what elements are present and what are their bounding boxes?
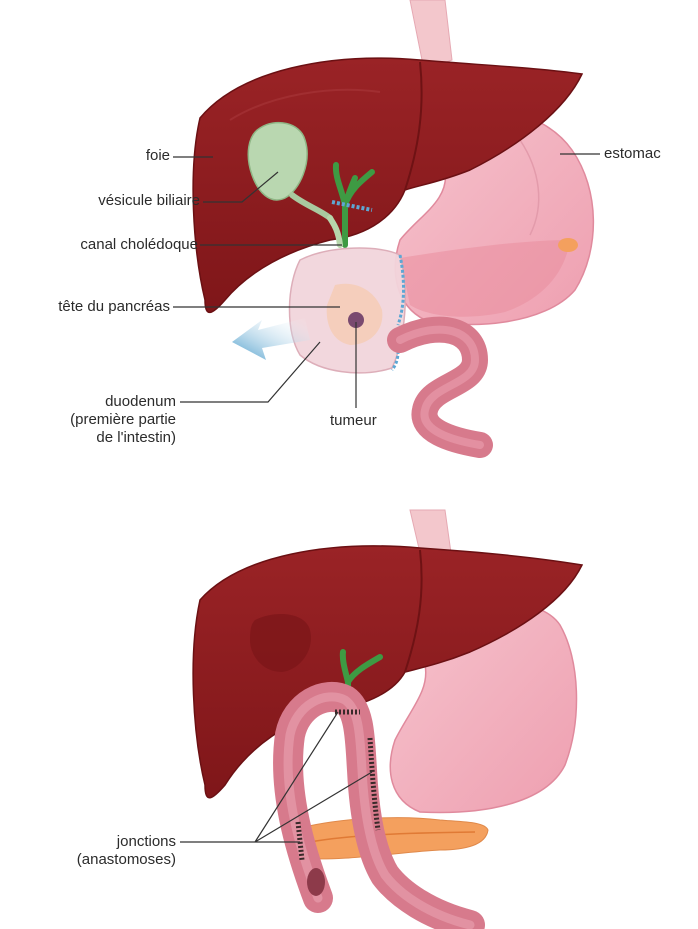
loop-end [307, 868, 325, 896]
label-duodenum-3: de l'intestin) [20, 429, 176, 447]
label-pancreas-head: tête du pancréas [10, 298, 170, 316]
label-junctions: jonctions [20, 833, 176, 851]
pancreas-tail-top [558, 238, 578, 252]
bottom-diagram [193, 510, 582, 925]
label-duodenum: duodenum [20, 393, 176, 411]
label-liver: foie [100, 147, 170, 165]
top-diagram [193, 0, 593, 445]
label-junctions-2: (anastomoses) [20, 851, 176, 869]
label-stomach: estomac [604, 145, 661, 163]
label-duodenum-2: (première partie [20, 411, 176, 429]
label-tumor: tumeur [330, 412, 377, 430]
label-gallbladder: vésicule biliaire [20, 192, 200, 210]
label-bile-duct: canal cholédoque [10, 236, 198, 254]
removal-arrow [232, 318, 310, 360]
